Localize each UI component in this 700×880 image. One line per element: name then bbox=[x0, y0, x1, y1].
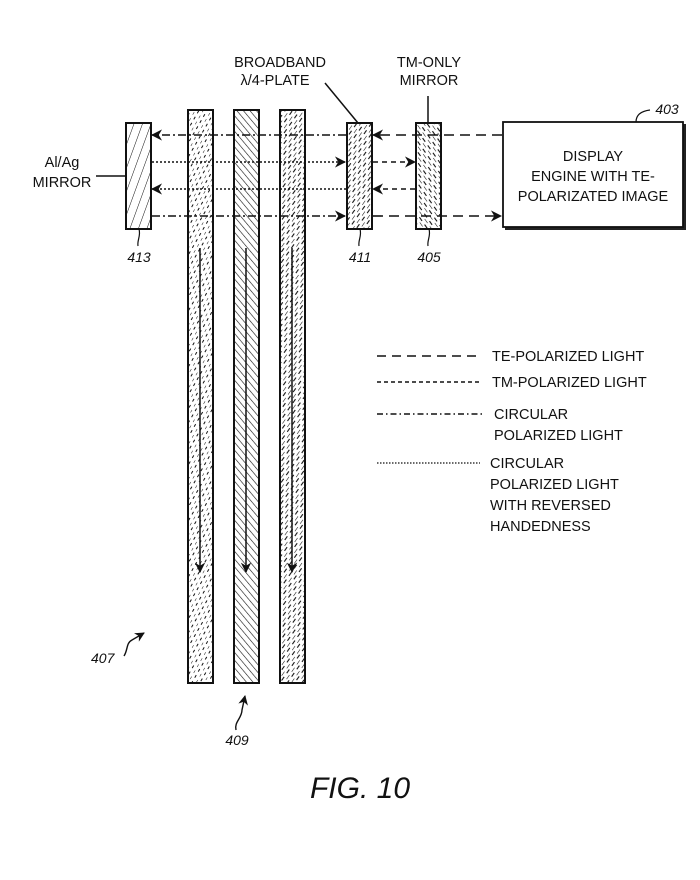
quarter-wave-plate: BROADBAND λ/4-PLATE 411 bbox=[234, 55, 373, 265]
legend-item-tm: TM-POLARIZED LIGHT bbox=[377, 375, 647, 391]
ref-403-leader bbox=[635, 109, 651, 123]
legend-label-te: TE-POLARIZED LIGHT bbox=[492, 349, 644, 365]
ref-407-group: 407 bbox=[91, 632, 145, 666]
legend-item-reversed: CIRCULAR POLARIZED LIGHT WITH REVERSED H… bbox=[377, 456, 619, 535]
ref-409-arrow bbox=[234, 695, 248, 731]
waveguide-layer-1 bbox=[187, 109, 214, 684]
legend-label-reversed-3: WITH REVERSED bbox=[490, 498, 611, 514]
ref-407-arrow bbox=[123, 632, 145, 657]
display-engine-line-3: POLARIZATED IMAGE bbox=[518, 189, 669, 205]
tm-only-mirror-label-2: MIRROR bbox=[400, 73, 459, 89]
ref-411: 411 bbox=[349, 249, 371, 265]
ref-403: 403 bbox=[655, 101, 679, 117]
display-engine-line-1: DISPLAY bbox=[563, 149, 624, 165]
legend-item-circular: CIRCULAR POLARIZED LIGHT bbox=[377, 407, 623, 444]
tm-only-mirror-element bbox=[415, 122, 442, 230]
ref-407: 407 bbox=[91, 650, 116, 666]
quarter-wave-plate-element bbox=[346, 122, 373, 230]
quarter-wave-plate-label-1: BROADBAND bbox=[234, 55, 326, 71]
al-ag-mirror: Al/Ag MIRROR 413 bbox=[33, 122, 152, 265]
al-ag-mirror-label-2: MIRROR bbox=[33, 175, 92, 191]
ref-411-leader bbox=[358, 228, 362, 247]
ref-413-leader bbox=[137, 228, 141, 247]
display-engine-line-2: ENGINE WITH TE- bbox=[531, 169, 655, 185]
legend-label-tm: TM-POLARIZED LIGHT bbox=[492, 375, 647, 391]
legend-label-circular-1: CIRCULAR bbox=[494, 407, 568, 423]
figure-caption: FIG. 10 bbox=[310, 772, 410, 805]
quarter-wave-plate-leader bbox=[324, 82, 359, 124]
ref-409-group: 409 bbox=[225, 695, 249, 748]
quarter-wave-plate-label-2: λ/4-PLATE bbox=[240, 73, 309, 89]
ref-409: 409 bbox=[225, 732, 249, 748]
tm-only-mirror: TM-ONLY MIRROR 405 bbox=[397, 55, 462, 265]
waveguide-stack bbox=[187, 109, 306, 684]
legend-label-reversed-2: POLARIZED LIGHT bbox=[490, 477, 619, 493]
ref-405-leader bbox=[427, 228, 431, 247]
display-engine-box bbox=[502, 121, 684, 228]
legend-label-circular-2: POLARIZED LIGHT bbox=[494, 428, 623, 444]
ref-413: 413 bbox=[127, 249, 151, 265]
legend-label-reversed-1: CIRCULAR bbox=[490, 456, 564, 472]
al-ag-mirror-element bbox=[125, 122, 152, 230]
tm-only-mirror-label-1: TM-ONLY bbox=[397, 55, 462, 71]
legend-label-reversed-4: HANDEDNESS bbox=[490, 519, 591, 535]
al-ag-mirror-label-1: Al/Ag bbox=[45, 155, 80, 171]
display-engine: DISPLAY ENGINE WITH TE- POLARIZATED IMAG… bbox=[502, 101, 686, 230]
legend-item-te: TE-POLARIZED LIGHT bbox=[377, 349, 644, 365]
legend: TE-POLARIZED LIGHT TM-POLARIZED LIGHT CI… bbox=[377, 349, 647, 535]
ref-405: 405 bbox=[417, 249, 441, 265]
